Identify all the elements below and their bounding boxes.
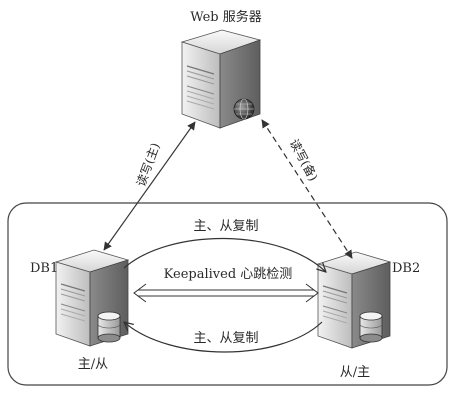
replication-top-label: 主、从复制	[193, 219, 258, 234]
backup-link-label: 读写(备)	[287, 137, 321, 184]
database-cylinder-icon	[97, 311, 121, 343]
db2-label: DB2	[392, 261, 420, 276]
db-tier-frame	[7, 202, 448, 386]
heartbeat-link	[133, 283, 319, 303]
backup-readwrite-link	[261, 119, 353, 259]
primary-link-label: 读写(主)	[134, 141, 163, 188]
primary-readwrite-link	[103, 121, 196, 251]
database-cylinder-icon	[359, 311, 383, 343]
replication-bottom-arrow	[124, 322, 323, 353]
db2-server-icon	[316, 251, 392, 349]
globe-icon	[233, 98, 255, 120]
replication-top-arrow	[123, 237, 326, 272]
web-server-icon	[180, 29, 262, 129]
heartbeat-label: Keepalived 心跳检测	[164, 267, 293, 282]
db1-server-icon	[54, 249, 130, 347]
db1-role-label: 主/从	[78, 357, 108, 372]
web-server-label: Web 服务器	[190, 9, 261, 25]
db1-label: DB1	[30, 261, 58, 276]
db2-role-label: 从/主	[340, 365, 370, 380]
replication-bottom-label: 主、从复制	[193, 331, 258, 346]
